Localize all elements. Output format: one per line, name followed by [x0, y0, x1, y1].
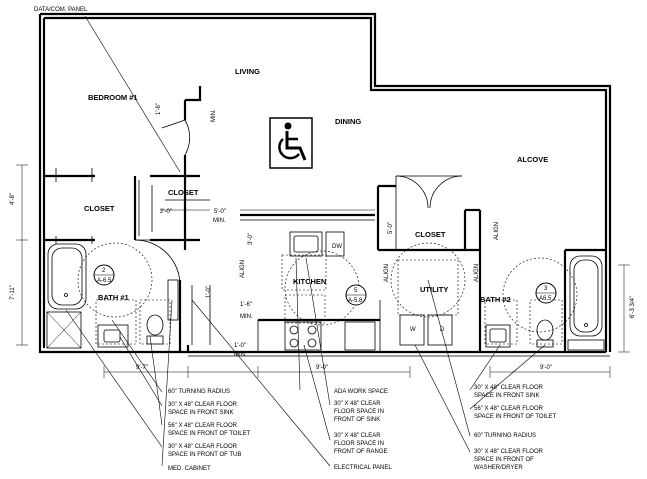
dim-left-lower: 7'-11"	[10, 285, 16, 300]
dim-left-upper: 4'-8"	[10, 193, 16, 205]
dimension-lines	[16, 164, 630, 378]
callout-sink-1-line1: 30" X 48" CLEAR FLOOR	[168, 402, 238, 408]
label-align-2: ALIGN	[384, 264, 390, 282]
dim-min-1: MIN.	[213, 218, 226, 224]
callout-notes: 60" TURNING RADIUS 30" X 48" CLEAR FLOOR…	[168, 385, 557, 472]
label-dryer: D	[440, 327, 445, 333]
callout-med-cabinet: MED. CABINET	[168, 466, 211, 472]
label-washer: W	[410, 327, 416, 333]
marker-bath2-ref: A6.5	[539, 296, 552, 302]
dim-small-a: 1'-6"	[156, 103, 162, 115]
room-utility: UTILITY	[420, 285, 448, 294]
dim-bottom-left: 9'-7"	[136, 365, 148, 371]
label-align-1: ALIGN	[240, 260, 246, 278]
fixtures	[46, 231, 605, 351]
dim-small-b: 3'-0"	[248, 233, 254, 245]
leader-lines	[65, 15, 546, 467]
callout-kitchen-sink-line3: FRONT OF SINK	[334, 417, 380, 423]
room-dining: DINING	[335, 117, 361, 126]
callout-toilet-2-line2: SPACE IN FRONT OF TOILET	[474, 414, 557, 420]
callout-washer-line1: 30" X 48" CLEAR FLOOR	[474, 449, 544, 455]
doors	[134, 119, 463, 286]
callout-range-line3: FRONT OF RANGE	[334, 449, 388, 455]
dimension-text: 9'-7" 9'-0" 9'-0" 4'-8" 7'-11" 6'-3 3/4"…	[10, 103, 636, 371]
callout-sink-2-line1: 30" X 48" CLEAR FLOOR	[474, 385, 544, 391]
section-marker-bath1	[93, 264, 115, 286]
section-marker-kitchen	[345, 284, 367, 306]
callout-toilet-1-line2: SPACE IN FRONT OF TOILET	[168, 431, 251, 437]
label-align-4: ALIGN	[474, 264, 480, 282]
callout-washer-line2: SPACE IN FRONT OF	[474, 457, 534, 463]
room-closet-small: CLOSET	[168, 188, 199, 197]
callout-turning-radius-1: 60" TURNING RADIUS	[168, 389, 230, 395]
room-living: LIVING	[235, 67, 260, 76]
callout-tub-line2: SPACE IN FRONT OF TUB	[168, 452, 241, 458]
dim-min-4: MIN.	[211, 109, 217, 122]
callout-washer-line3: WASHER/DRYER	[474, 465, 523, 471]
callout-ada-work-space: ADA WORK SPACE	[334, 389, 388, 395]
dim-five-zero: 5'-0"	[214, 209, 226, 215]
label-align-3: ALIGN	[494, 222, 500, 240]
marker-bath2-num: 3	[544, 286, 548, 292]
callout-sink-2-line2: SPACE IN FRONT SINK	[474, 393, 539, 399]
callout-toilet-1-line1: 56" X 48" CLEAR FLOOR	[168, 423, 238, 429]
room-closet-right: CLOSET	[415, 230, 446, 239]
callout-range-line1: 30" X 48" CLEAR	[334, 433, 381, 439]
callout-toilet-2-line1: 56" X 48" CLEAR FLOOR	[474, 406, 544, 412]
section-marker-bath2	[535, 282, 557, 304]
callout-range-line2: FLOOR SPACE IN	[334, 441, 384, 447]
room-labels: LIVING DINING BEDROOM #1 ALCOVE CLOSET C…	[84, 67, 548, 304]
room-kitchen: KITCHEN	[293, 277, 326, 286]
dim-min-3: MIN.	[234, 352, 247, 358]
room-bath1: BATH #1	[98, 293, 129, 302]
dim-one-six: 1'-6"	[240, 302, 252, 308]
dim-closet-width: 2'-0"	[160, 209, 172, 215]
label-dw: DW	[332, 244, 342, 250]
callout-turning-radius-2: 60" TURNING RADIUS	[474, 433, 536, 439]
dim-small-c: 1'-0"	[206, 286, 212, 298]
wheelchair-icon	[269, 117, 313, 169]
marker-kitchen-ref: A-5.8	[348, 298, 363, 304]
dim-right-side: 6'-3 3/4"	[630, 296, 636, 318]
marker-kitchen-num: 5	[354, 288, 358, 294]
dim-min-2: MIN.	[240, 314, 253, 320]
interior-walls	[44, 86, 606, 352]
marker-text: 2 A-6.5 5 A-5.8 3 A6.5	[97, 268, 552, 304]
misc-labels: ALIGN ALIGN ALIGN ALIGN DW W D	[240, 222, 500, 333]
room-closet-left: CLOSET	[84, 204, 115, 213]
callout-kitchen-sink-line1: 30" X 48" CLEAR	[334, 401, 381, 407]
callout-tub-line1: 30" X 48" CLEAR FLOOR	[168, 444, 238, 450]
dim-small-d: 5'-0"	[388, 222, 394, 234]
dim-one-zero: 1'-0"	[234, 343, 246, 349]
room-bedroom: BEDROOM #1	[88, 93, 138, 102]
dim-bottom-right: 9'-0"	[540, 365, 552, 371]
room-alcove: ALCOVE	[517, 155, 548, 164]
marker-bath1-num: 2	[102, 268, 106, 274]
callout-electrical-panel: ELECTRICAL PANEL	[334, 465, 392, 471]
marker-bath1-ref: A-6.5	[97, 278, 112, 284]
room-bath2: BATH #2	[480, 295, 511, 304]
callout-kitchen-sink-line2: FLOOR SPACE IN	[334, 409, 384, 415]
dim-bottom-mid: 9'-0"	[316, 365, 328, 371]
callout-sink-1-line2: SPACE IN FRONT SINK	[168, 410, 233, 416]
note-data-com-panel: DATA/COM. PANEL	[34, 7, 88, 13]
